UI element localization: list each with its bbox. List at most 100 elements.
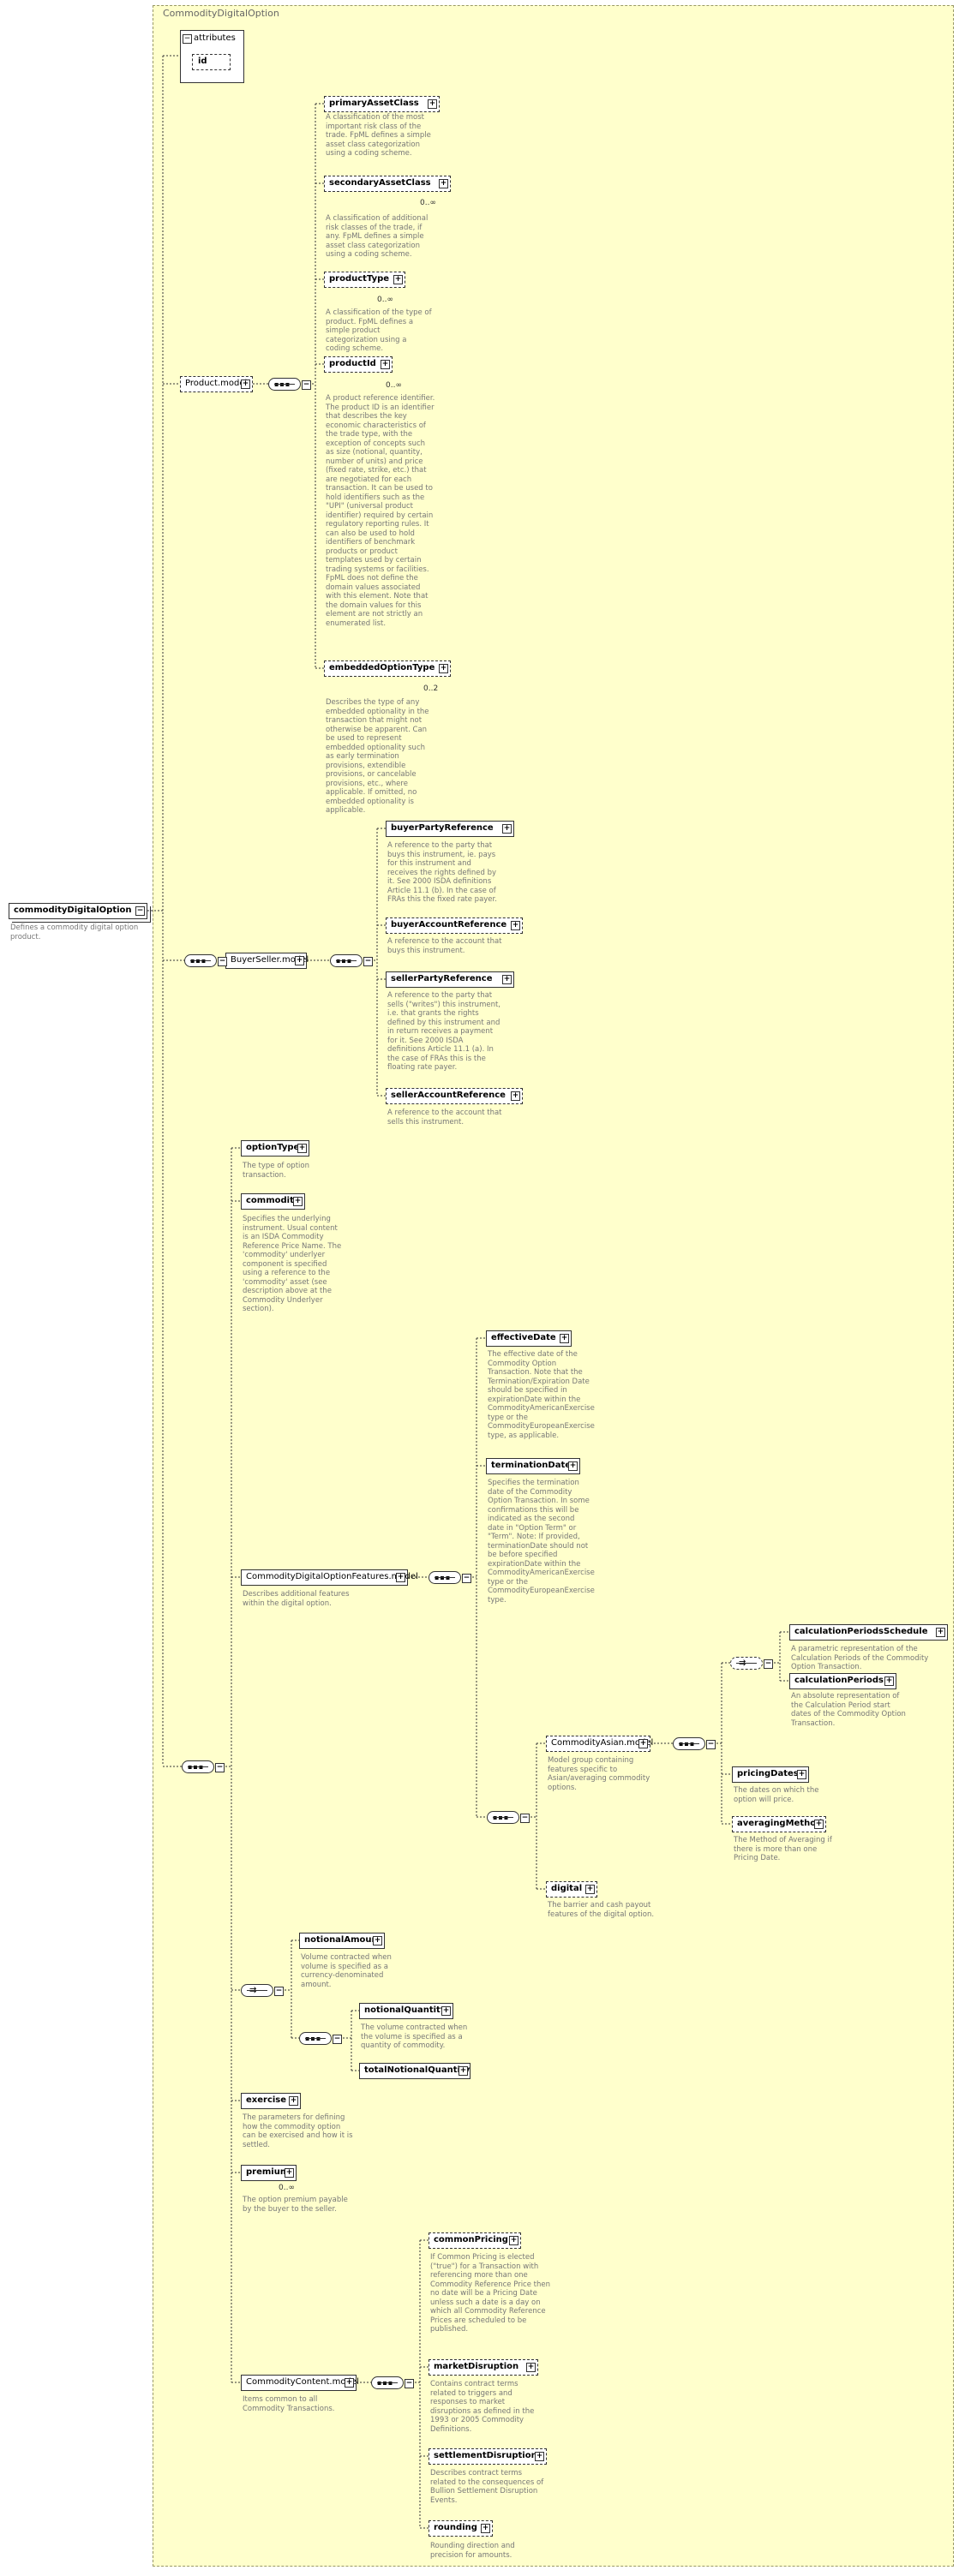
expand-icon[interactable]: + <box>285 2168 294 2178</box>
node-effectiveDate[interactable]: effectiveDate+ <box>486 1330 572 1347</box>
expand-icon[interactable]: + <box>459 2066 468 2076</box>
node-commodityAsianModel[interactable]: CommodityAsian.model+ <box>546 1736 653 1752</box>
expand-icon[interactable]: + <box>441 2006 451 2016</box>
sequence-compositor[interactable]: ▪▪▪− <box>184 954 227 967</box>
node-notionalAmount[interactable]: notionalAmount+ <box>299 1933 385 1949</box>
node-commonPricing[interactable]: commonPricing+ <box>429 2232 521 2249</box>
node-primaryAssetClass[interactable]: primaryAssetClass+ <box>324 96 440 112</box>
expand-icon[interactable]: + <box>439 664 448 673</box>
collapse-icon[interactable]: − <box>405 2379 414 2388</box>
node-buyerPartyReference[interactable]: buyerPartyReference+ <box>386 821 514 837</box>
choice-compositor[interactable]: ⇉− <box>241 1984 284 1997</box>
expand-icon[interactable]: + <box>396 1573 405 1582</box>
expand-icon[interactable]: + <box>560 1334 569 1343</box>
node-buyerAccountReference[interactable]: buyerAccountReference+ <box>386 917 523 934</box>
node-productModel[interactable]: Product.model+ <box>180 376 253 392</box>
expand-icon[interactable]: + <box>241 380 250 389</box>
collapse-icon[interactable]: − <box>462 1574 471 1583</box>
expand-icon[interactable]: − <box>135 906 145 916</box>
node-calculationPeriods[interactable]: calculationPeriods+ <box>789 1673 896 1689</box>
collapse-icon[interactable]: − <box>363 957 373 966</box>
node-description: Describes additional features within the… <box>243 1590 350 1608</box>
node-productType[interactable]: productType+ <box>324 272 405 288</box>
node-contentModel[interactable]: CommodityContent.model+ <box>241 2375 359 2391</box>
expand-icon[interactable]: + <box>797 1770 806 1779</box>
compositor-line <box>377 2382 398 2383</box>
expand-icon[interactable]: + <box>884 1676 894 1686</box>
node-featuresModel[interactable]: CommodityDigitalOptionFeatures.model+ <box>241 1569 418 1586</box>
expand-icon[interactable]: + <box>381 360 390 369</box>
expand-icon[interactable]: + <box>393 275 403 284</box>
collapse-icon[interactable]: − <box>274 1987 284 1996</box>
expand-icon[interactable]: + <box>297 1144 307 1153</box>
expand-icon[interactable]: + <box>509 2236 518 2245</box>
sequence-compositor[interactable]: ▪▪▪− <box>371 2376 414 2389</box>
node-averagingMethod[interactable]: averagingMethod+ <box>732 1816 826 1832</box>
expand-icon[interactable]: + <box>814 1820 824 1829</box>
node-exercise[interactable]: exercise+ <box>241 2093 301 2109</box>
expand-icon[interactable]: + <box>585 1885 595 1894</box>
expand-icon[interactable]: + <box>502 824 512 834</box>
node-commodity[interactable]: commodity+ <box>241 1193 305 1210</box>
node-label: exercise <box>246 2095 287 2105</box>
node-sellerAccountReference[interactable]: sellerAccountReference+ <box>386 1088 523 1104</box>
cardinality-label: 0..∞ <box>386 381 402 390</box>
expand-icon[interactable]: + <box>289 2096 298 2106</box>
expand-icon[interactable]: + <box>526 2363 536 2372</box>
node-description: A reference to the account that sells th… <box>387 1109 502 1127</box>
expand-icon[interactable]: + <box>373 1936 382 1945</box>
sequence-compositor[interactable]: ▪▪▪− <box>487 1811 530 1824</box>
collapse-icon[interactable]: − <box>218 957 227 966</box>
node-label: BuyerSeller.model <box>231 955 309 965</box>
node-sellerPartyReference[interactable]: sellerPartyReference+ <box>386 971 514 988</box>
node-totalNotionalQuantity[interactable]: totalNotionalQuantity+ <box>359 2063 471 2079</box>
collapse-icon[interactable]: − <box>520 1814 530 1823</box>
cardinality-label: 0..∞ <box>279 2184 295 2192</box>
attribute-id[interactable]: id <box>192 54 231 70</box>
expand-icon[interactable]: + <box>295 956 304 965</box>
sequence-compositor[interactable]: ▪▪▪− <box>429 1571 471 1584</box>
expand-icon[interactable]: + <box>439 179 448 188</box>
expand-icon[interactable]: + <box>481 2524 490 2533</box>
node-optionType[interactable]: optionType+ <box>241 1140 309 1157</box>
expand-icon[interactable]: + <box>535 2452 544 2461</box>
node-notionalQuantity[interactable]: notionalQuantity+ <box>359 2003 453 2019</box>
collapse-icon[interactable]: − <box>183 34 192 44</box>
node-marketDisruption[interactable]: marketDisruption+ <box>429 2359 538 2376</box>
expand-icon[interactable]: + <box>345 2378 354 2388</box>
collapse-icon[interactable]: − <box>333 2035 342 2044</box>
collapse-icon[interactable]: − <box>764 1659 773 1669</box>
collapse-icon[interactable]: − <box>215 1763 225 1772</box>
node-pricingDates[interactable]: pricingDates+ <box>732 1766 809 1783</box>
sequence-compositor[interactable]: ▪▪▪− <box>299 2032 342 2045</box>
expand-icon[interactable]: + <box>428 99 437 109</box>
node-rounding[interactable]: rounding+ <box>429 2520 493 2537</box>
attributes-box[interactable] <box>180 30 244 83</box>
root-element[interactable]: commodityDigitalOption − <box>9 903 147 919</box>
expand-icon[interactable]: + <box>638 1739 648 1748</box>
expand-icon[interactable]: + <box>293 1197 303 1206</box>
sequence-compositor[interactable]: ▪▪▪− <box>673 1737 716 1750</box>
node-terminationDate[interactable]: terminationDate+ <box>486 1458 580 1474</box>
node-buyerSellerModel[interactable]: BuyerSeller.model+ <box>225 953 309 969</box>
node-calculationPeriodsSchedule[interactable]: calculationPeriodsSchedule+ <box>789 1624 948 1641</box>
sequence-compositor[interactable]: ▪▪▪− <box>182 1760 225 1773</box>
sequence-compositor[interactable]: ▪▪▪− <box>330 954 373 967</box>
node-settlementDisruption[interactable]: settlementDisruption+ <box>429 2448 547 2465</box>
expand-icon[interactable]: + <box>511 921 520 930</box>
collapse-icon[interactable]: − <box>706 1740 716 1749</box>
expand-icon[interactable]: + <box>568 1461 578 1471</box>
node-premium[interactable]: premium+ <box>241 2165 297 2181</box>
node-digital[interactable]: digital+ <box>546 1881 597 1898</box>
expand-icon[interactable]: + <box>511 1091 520 1101</box>
expand-icon[interactable]: + <box>936 1628 945 1637</box>
choice-compositor[interactable]: ⇉− <box>730 1657 773 1670</box>
node-embeddedOptionType[interactable]: embeddedOptionType+ <box>324 660 451 677</box>
node-productId[interactable]: productId+ <box>324 356 393 373</box>
node-secondaryAssetClass[interactable]: secondaryAssetClass+ <box>324 176 451 192</box>
compositor-line <box>188 1766 208 1767</box>
collapse-icon[interactable]: − <box>302 380 311 390</box>
sequence-compositor[interactable]: ▪▪▪− <box>268 378 311 391</box>
expand-icon[interactable]: + <box>502 975 512 984</box>
